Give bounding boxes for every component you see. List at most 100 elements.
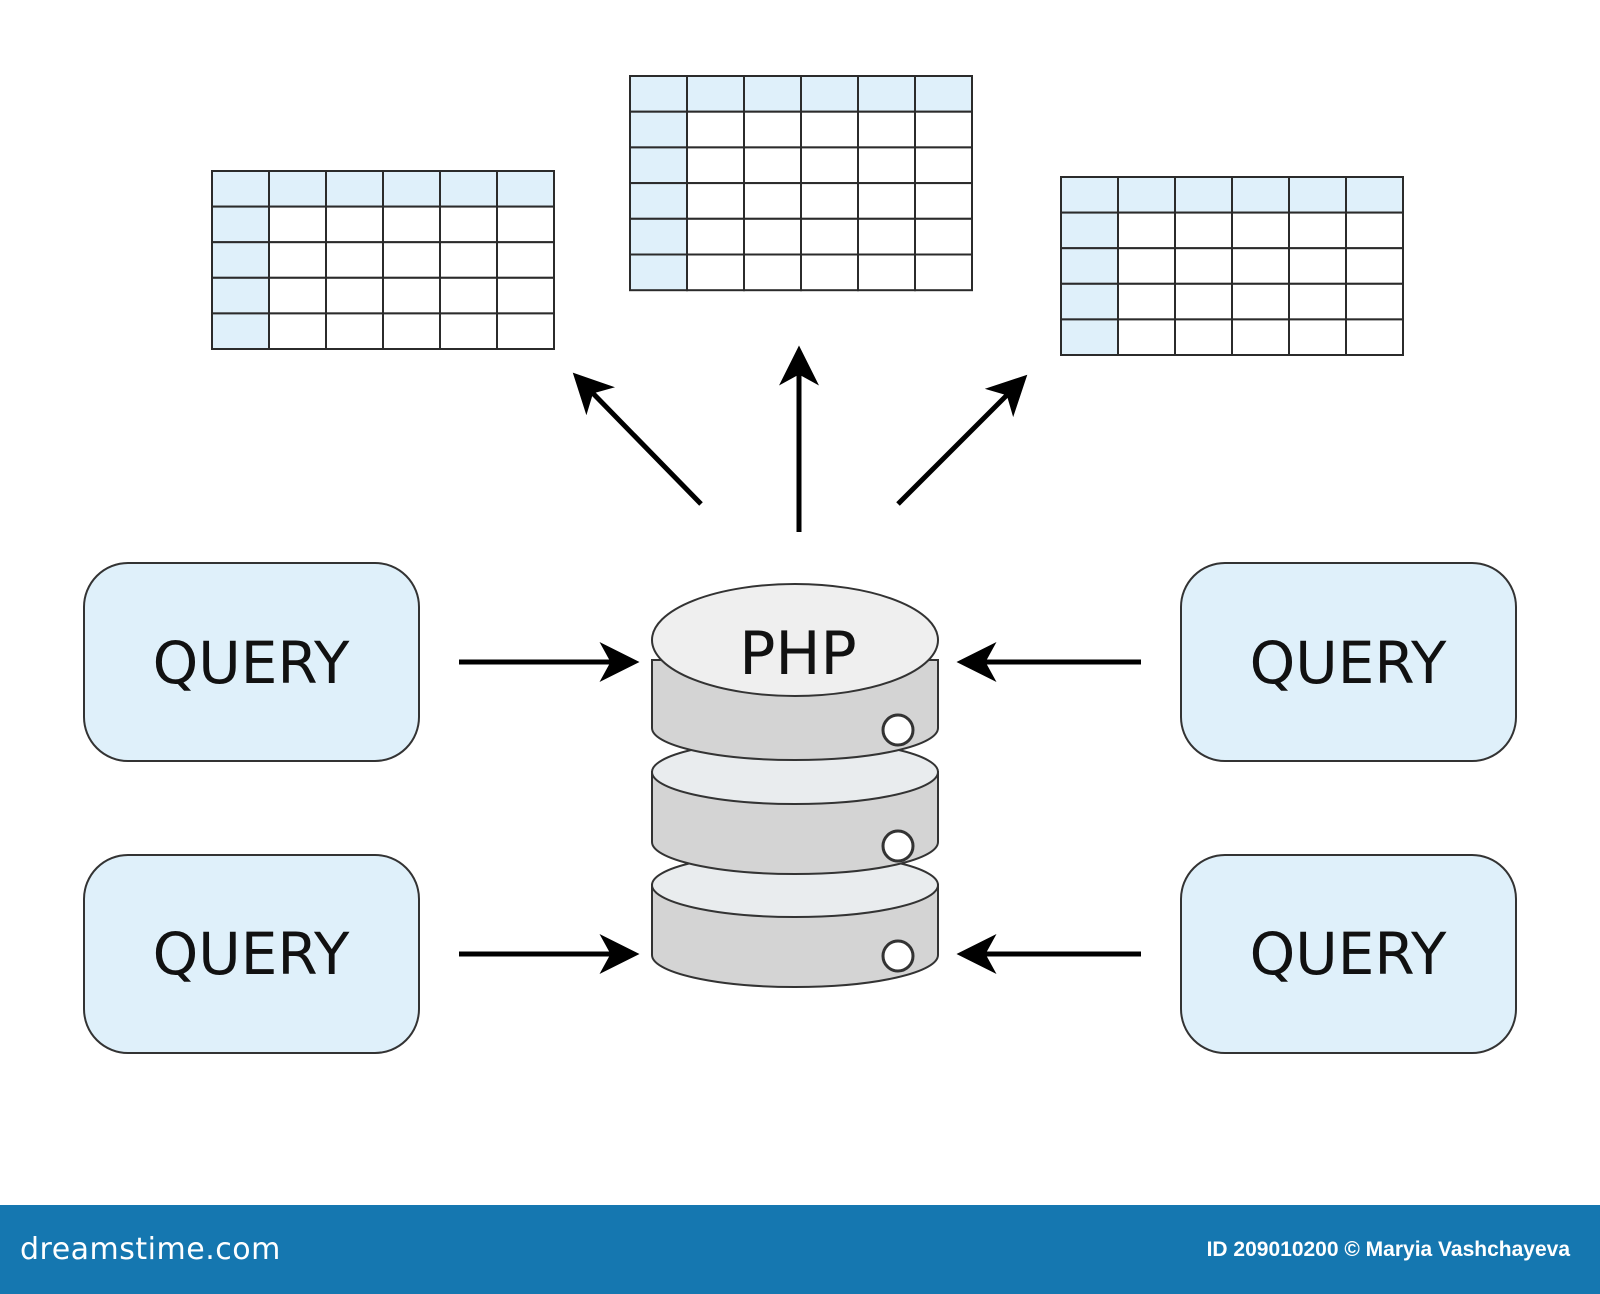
table-cell bbox=[857, 182, 916, 220]
table-cell bbox=[1231, 176, 1290, 214]
table-cell bbox=[1345, 176, 1404, 214]
table-cell bbox=[743, 146, 802, 185]
table-cell bbox=[439, 241, 498, 279]
query-box-bottom-left: QUERY bbox=[83, 854, 420, 1054]
table-cell bbox=[496, 170, 555, 208]
image-credit: ID 209010200 © Maryia Vashchayeva bbox=[1206, 1237, 1570, 1261]
table-cell bbox=[629, 110, 688, 149]
table-cell bbox=[382, 205, 441, 244]
table-cell bbox=[686, 75, 745, 113]
table-cell bbox=[382, 241, 441, 279]
table-cell bbox=[325, 205, 384, 244]
query-box-top-left: QUERY bbox=[83, 562, 420, 762]
table-cell bbox=[325, 312, 384, 350]
table-cell bbox=[1345, 282, 1404, 321]
table-cell bbox=[686, 253, 745, 292]
table-cell bbox=[1117, 318, 1176, 356]
arrow-to-table-left bbox=[572, 372, 703, 506]
table-cell bbox=[268, 312, 327, 350]
table-cell bbox=[1060, 176, 1119, 214]
table-cell bbox=[1174, 211, 1233, 250]
table-cell bbox=[211, 170, 270, 208]
table-cell bbox=[1231, 247, 1290, 285]
table-cell bbox=[1345, 247, 1404, 285]
table-cell bbox=[857, 146, 916, 185]
table-cell bbox=[914, 253, 973, 292]
table-cell bbox=[439, 170, 498, 208]
result-table-center bbox=[629, 75, 973, 292]
table-cell bbox=[325, 241, 384, 279]
table-cell bbox=[496, 241, 555, 279]
php-query-diagram: QUERY QUERY QUERY QUERY PHP bbox=[83, 75, 1517, 1054]
table-cell bbox=[857, 253, 916, 292]
table-cell bbox=[211, 205, 270, 244]
result-table-right bbox=[1060, 176, 1404, 356]
table-cell bbox=[800, 75, 859, 113]
table-cell bbox=[496, 276, 555, 315]
table-cell bbox=[1117, 211, 1176, 250]
table-cell bbox=[439, 276, 498, 315]
table-cell bbox=[629, 146, 688, 185]
table-cell bbox=[1060, 211, 1119, 250]
query-label: QUERY bbox=[1250, 629, 1447, 697]
table-cell bbox=[857, 75, 916, 113]
table-cell bbox=[439, 312, 498, 350]
table-cell bbox=[629, 75, 688, 113]
table-cell bbox=[800, 182, 859, 220]
table-cell bbox=[268, 205, 327, 244]
table-cell bbox=[914, 146, 973, 185]
table-cell bbox=[686, 146, 745, 185]
table-cell bbox=[325, 170, 384, 208]
table-cell bbox=[382, 276, 441, 315]
table-cell bbox=[268, 170, 327, 208]
query-box-bottom-right: QUERY bbox=[1180, 854, 1517, 1054]
table-cell bbox=[857, 110, 916, 149]
table-cell bbox=[1174, 176, 1233, 214]
table-cell bbox=[743, 110, 802, 149]
table-cell bbox=[439, 205, 498, 244]
table-cell bbox=[743, 217, 802, 256]
table-cell bbox=[800, 253, 859, 292]
table-cell bbox=[211, 276, 270, 315]
table-cell bbox=[914, 75, 973, 113]
table-cell bbox=[1060, 282, 1119, 321]
table-cell bbox=[1231, 318, 1290, 356]
table-cell bbox=[1288, 247, 1347, 285]
table-cell bbox=[914, 217, 973, 256]
query-label: QUERY bbox=[1250, 920, 1447, 988]
table-cell bbox=[743, 75, 802, 113]
site-logo[interactable]: dreamstime.com bbox=[20, 1232, 281, 1267]
status-light-bottom bbox=[881, 939, 915, 973]
table-cell bbox=[1174, 282, 1233, 321]
table-cell bbox=[1288, 282, 1347, 321]
php-label: PHP bbox=[739, 619, 856, 689]
status-light-top bbox=[881, 713, 915, 747]
table-cell bbox=[211, 241, 270, 279]
php-database-cylinder: PHP bbox=[651, 583, 939, 988]
table-cell bbox=[800, 146, 859, 185]
arrow-to-table-right bbox=[896, 374, 1028, 506]
table-cell bbox=[800, 217, 859, 256]
table-cell bbox=[325, 276, 384, 315]
table-cell bbox=[629, 253, 688, 292]
table-cell bbox=[686, 110, 745, 149]
table-cell bbox=[1231, 211, 1290, 250]
query-label: QUERY bbox=[153, 920, 350, 988]
table-cell bbox=[800, 110, 859, 149]
table-cell bbox=[268, 276, 327, 315]
table-cell bbox=[1174, 247, 1233, 285]
query-label: QUERY bbox=[153, 629, 350, 697]
footer-bar: dreamstime.com ID 209010200 © Maryia Vas… bbox=[0, 1205, 1600, 1294]
table-cell bbox=[743, 182, 802, 220]
table-cell bbox=[1117, 176, 1176, 214]
table-cell bbox=[1117, 247, 1176, 285]
table-cell bbox=[382, 170, 441, 208]
status-light-middle bbox=[881, 829, 915, 863]
table-cell bbox=[1174, 318, 1233, 356]
table-cell bbox=[686, 217, 745, 256]
table-cell bbox=[914, 182, 973, 220]
result-table-left bbox=[211, 170, 555, 350]
table-cell bbox=[1345, 211, 1404, 250]
table-cell bbox=[1288, 176, 1347, 214]
table-cell bbox=[496, 205, 555, 244]
